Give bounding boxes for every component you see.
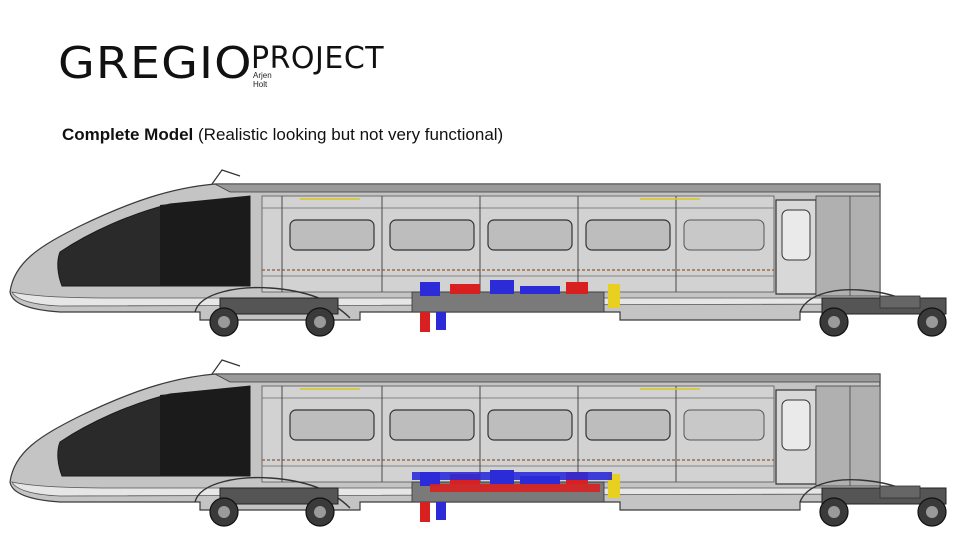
train-top-view <box>9 169 947 337</box>
logo-author-text: Arjen Holt <box>253 71 272 89</box>
logo-sub-text: PROJECT <box>251 41 385 76</box>
train-bottom-view <box>9 359 947 527</box>
caption-bold: Complete Model <box>62 125 194 144</box>
slide-caption: Complete Model (Realistic looking but no… <box>62 125 503 145</box>
caption-rest: (Realistic looking but not very function… <box>193 125 504 144</box>
logo-main-text: GREGIO <box>58 38 253 89</box>
